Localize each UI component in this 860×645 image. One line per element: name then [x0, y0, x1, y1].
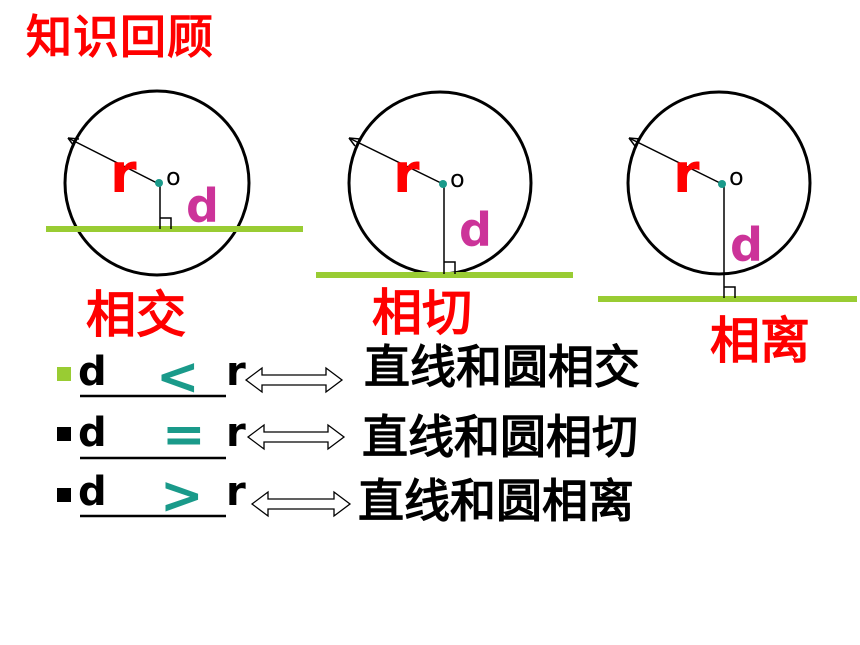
distance-label-2: d	[459, 203, 492, 257]
distance-label-3: d	[730, 218, 763, 272]
double-arrow-3	[250, 490, 352, 518]
circle-figure-tangent	[316, 90, 573, 278]
row-2-statement: 直线和圆相切	[362, 410, 638, 464]
row-2-symbol: =	[162, 405, 206, 465]
right-angle-mark-3	[724, 286, 736, 298]
relation-label-tangent: 相切	[372, 284, 472, 342]
circle-figure-separate	[598, 90, 857, 302]
relation-label-separate: 相离	[710, 312, 810, 370]
center-label-3: o	[729, 163, 744, 191]
row-1-statement: 直线和圆相交	[364, 340, 640, 394]
center-dot-3	[718, 180, 726, 188]
radius-line-3	[628, 137, 723, 185]
radius-line-2	[348, 137, 444, 185]
row-1-right: r	[226, 349, 246, 395]
circle-1	[63, 89, 251, 277]
row-3-left: d	[78, 469, 107, 515]
row-1-symbol: <	[156, 347, 200, 407]
double-arrow-1	[244, 366, 344, 394]
center-dot-1	[155, 179, 163, 187]
row-3-symbol: >	[160, 466, 204, 526]
page-title: 知识回顾	[26, 10, 214, 64]
row-2-right: r	[226, 410, 246, 456]
bullet-1	[57, 367, 71, 381]
distance-label-1: d	[186, 179, 219, 233]
double-arrow-2	[246, 423, 346, 451]
bullet-2	[57, 427, 71, 441]
radius-arrow-1	[67, 137, 80, 147]
circle-3	[626, 90, 812, 276]
row-2-left: d	[78, 410, 107, 456]
circle-figure-intersect	[46, 89, 303, 277]
relation-label-intersect: 相交	[86, 286, 186, 344]
row-1-left: d	[78, 349, 107, 395]
radius-arrow-2	[348, 137, 361, 147]
center-label-2: o	[450, 165, 465, 193]
center-label-1: o	[166, 163, 181, 191]
radius-arrow-3	[628, 137, 641, 147]
right-angle-mark-1	[160, 217, 172, 229]
radius-label-3: r	[673, 142, 700, 205]
row-3-right: r	[226, 469, 246, 515]
center-dot-2	[439, 180, 447, 188]
right-angle-mark-2	[444, 261, 456, 274]
radius-line-1	[67, 137, 158, 184]
row-3-statement: 直线和圆相离	[358, 474, 634, 528]
bullet-3	[57, 488, 71, 502]
radius-label-1: r	[110, 142, 137, 205]
radius-label-2: r	[393, 142, 420, 205]
